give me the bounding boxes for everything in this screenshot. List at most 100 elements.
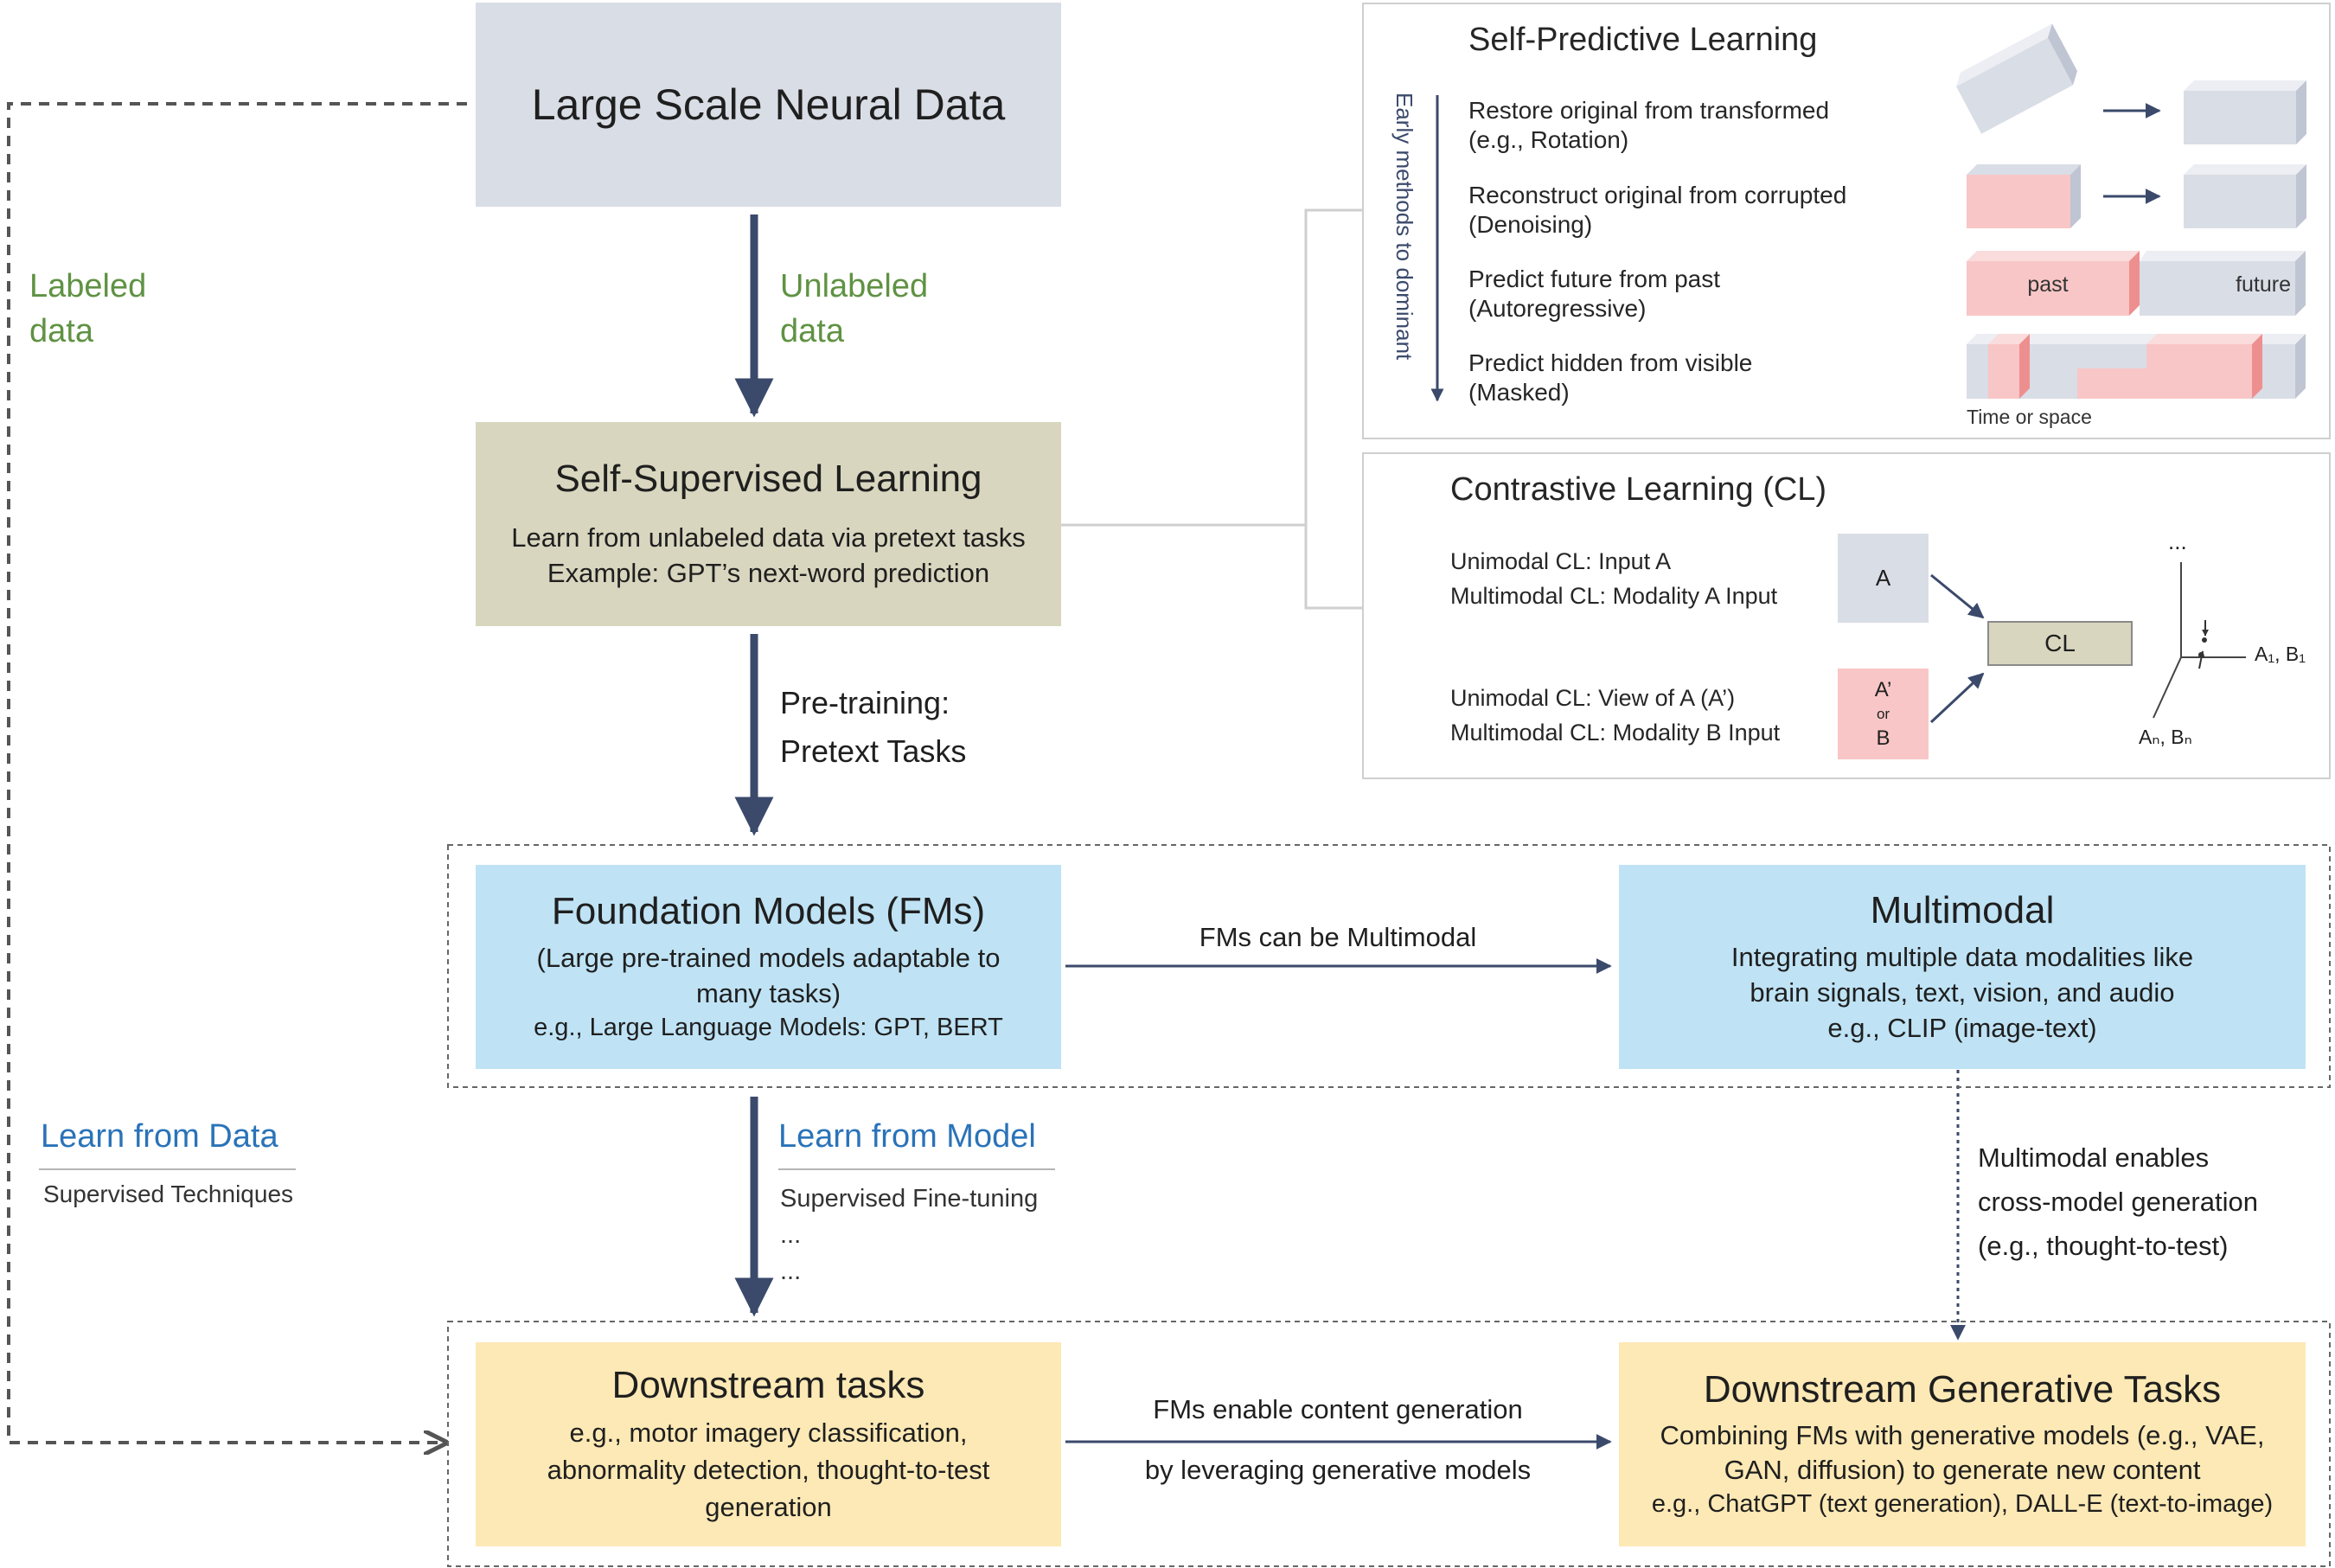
past-label: past [2027, 272, 2069, 297]
cl-axis-a1: A₁, B₁ [2255, 643, 2306, 665]
ellipsis-2: ... [780, 1258, 802, 1285]
downstream-line3: generation [705, 1491, 832, 1522]
spl-panel: Self-Predictive Learning Early methods t… [1362, 3, 2331, 439]
fm-line1: (Large pre-trained models adaptable to [536, 943, 1001, 973]
spl-item-1-l2: (e.g., Rotation) [1468, 126, 1629, 153]
learn-from-model-label: Learn from Model [778, 1118, 1036, 1155]
multimodal-enables-label: Multimodal enables cross-model generatio… [1978, 1136, 2258, 1268]
spl-item-3-l1: Predict future from past [1468, 266, 1721, 292]
mm-enables-line2: cross-model generation [1978, 1187, 2258, 1217]
spl-item-2-l2: (Denoising) [1468, 211, 1593, 238]
cl-box-b-line2: or [1876, 705, 1890, 722]
cl-box: CL [1987, 621, 2133, 666]
spl-item-3: Predict future from past (Autoregressive… [1468, 265, 1720, 323]
unlabeled-line2: data [780, 313, 844, 349]
neural-data-box: Large Scale Neural Data [476, 3, 1061, 207]
downstream-group-frame [447, 1321, 2331, 1567]
unlabeled-data-label: Unlabeled data [780, 264, 928, 354]
cl-b-line1: Unimodal CL: View of A (A’) [1450, 685, 1736, 711]
cl-b-line2: Multimodal CL: Modality B Input [1450, 720, 1781, 746]
ellipsis-1: ... [780, 1221, 802, 1249]
downstream-line2: abnormality detection, thought-to-test [547, 1454, 990, 1485]
future-label: future [2236, 272, 2291, 297]
cl-input-a-desc: Unimodal CL: Input A Multimodal CL: Moda… [1450, 544, 1777, 613]
fm-line2: many tasks) [695, 978, 841, 1008]
labeled-line1: Labeled [29, 268, 147, 304]
fm-line3: e.g., Large Language Models: GPT, BERT [534, 1014, 1003, 1041]
spl-item-1-l1: Restore original from transformed [1468, 97, 1830, 124]
spl-item-2: Reconstruct original from corrupted (Den… [1468, 181, 1846, 240]
ssl-line1: Learn from unlabeled data via pretext ta… [511, 522, 1026, 553]
pretraining-label: Pre-training: Pretext Tasks [780, 679, 966, 776]
spl-item-2-l1: Reconstruct original from corrupted [1468, 182, 1847, 208]
original-block-icon-2 [2184, 164, 2306, 228]
labeled-data-label: Labeled data [29, 264, 146, 354]
masked-bar-icon [1967, 334, 2306, 399]
fm-enable-label-1: FMs enable content generation [1153, 1394, 1523, 1424]
spl-item-3-l2: (Autoregressive) [1468, 295, 1647, 322]
past-future-bar-icon [1967, 251, 2306, 316]
cl-input-b-desc: Unimodal CL: View of A (A’) Multimodal C… [1450, 681, 1780, 750]
gen-line1: Combining FMs with generative models (e.… [1660, 1420, 2265, 1450]
spl-progress-arrow [1430, 95, 1444, 402]
pretraining-line1: Pre-training: [780, 685, 950, 720]
cl-box-b-line1: A’ [1874, 677, 1892, 701]
fm-multimodal-label: FMs can be Multimodal [1199, 922, 1477, 952]
cl-box-a-label: A [1875, 565, 1891, 591]
multimodal-title: Multimodal [1870, 888, 2055, 931]
spl-title: Self-Predictive Learning [1468, 22, 1818, 58]
fm-group-frame [447, 844, 2331, 1088]
cl-axis-an: Aₙ, Bₙ [2139, 726, 2192, 748]
gen-box: Downstream Generative Tasks Combining FM… [1619, 1342, 2306, 1546]
mm-enables-line1: Multimodal enables [1978, 1142, 2210, 1173]
fm-enable-label-2: by leveraging generative models [1144, 1455, 1532, 1485]
corrupted-block-icon [1967, 164, 2081, 228]
cl-box-b: A’ or B [1838, 669, 1929, 759]
gen-line3: e.g., ChatGPT (text generation), DALL-E … [1651, 1490, 2274, 1518]
ssl-line2: Example: GPT’s next-word prediction [547, 558, 990, 588]
spl-item-4: Predict hidden from visible (Masked) [1468, 349, 1752, 407]
cl-diagram-lines [1929, 562, 2246, 724]
ssl-panel-bracket [1061, 208, 1362, 610]
multimodal-box: Multimodal Integrating multiple data mod… [1619, 865, 2306, 1069]
gen-line2: GAN, diffusion) to generate new content [1724, 1455, 2201, 1485]
learn-from-model-list: Supervised Fine-tuning ... ... [780, 1181, 1038, 1290]
ssl-title: Self-Supervised Learning [554, 458, 982, 500]
pretraining-line2: Pretext Tasks [780, 733, 967, 769]
multimodal-line1: Integrating multiple data modalities lik… [1730, 941, 2194, 972]
ssl-box: Self-Supervised Learning Learn from unla… [476, 422, 1061, 626]
mm-enables-line3: (e.g., thought-to-test) [1978, 1231, 2229, 1261]
original-block-icon-1 [2184, 80, 2306, 144]
spl-item-1: Restore original from transformed (e.g.,… [1468, 96, 1829, 155]
downstream-line1: e.g., motor imagery classification, [569, 1417, 968, 1448]
neural-data-title: Large Scale Neural Data [531, 80, 1006, 129]
cl-axis-dots: ... [2168, 528, 2187, 554]
spl-item-4-l2: (Masked) [1468, 379, 1570, 406]
cl-panel: Contrastive Learning (CL) Unimodal CL: I… [1362, 452, 2331, 779]
cl-a-line2: Multimodal CL: Modality A Input [1450, 583, 1778, 609]
supervised-techniques-label: Supervised Techniques [43, 1181, 294, 1207]
fm-title: Foundation Models (FMs) [551, 890, 986, 932]
embedding-axes-icon [2153, 562, 2246, 719]
cl-a-line1: Unimodal CL: Input A [1450, 548, 1672, 574]
cl-box-a: A [1838, 534, 1929, 623]
learn-from-data-label: Learn from Data [41, 1118, 278, 1155]
gen-title: Downstream Generative Tasks [1703, 1368, 2222, 1411]
fm-box: Foundation Models (FMs) (Large pre-train… [476, 865, 1061, 1069]
downstream-box: Downstream tasks e.g., motor imagery cla… [476, 1342, 1061, 1546]
supervised-finetuning-label: Supervised Fine-tuning [780, 1185, 1039, 1213]
time-space-label: Time or space [1967, 406, 2092, 428]
cl-title: Contrastive Learning (CL) [1450, 471, 1827, 508]
spl-item-4-l1: Predict hidden from visible [1468, 349, 1753, 376]
labeled-data-arrow [7, 102, 467, 1443]
spl-illustrations [1956, 23, 2306, 399]
labeled-line2: data [29, 313, 93, 349]
downstream-title: Downstream tasks [611, 1363, 925, 1406]
rotated-block-icon [1956, 23, 2078, 134]
unlabeled-line1: Unlabeled [780, 268, 929, 304]
multimodal-line2: brain signals, text, vision, and audio [1750, 976, 2175, 1008]
multimodal-line3: e.g., CLIP (image-text) [1827, 1012, 2097, 1043]
cl-box-label: CL [2044, 630, 2076, 656]
cl-box-b-line3: B [1876, 726, 1890, 750]
